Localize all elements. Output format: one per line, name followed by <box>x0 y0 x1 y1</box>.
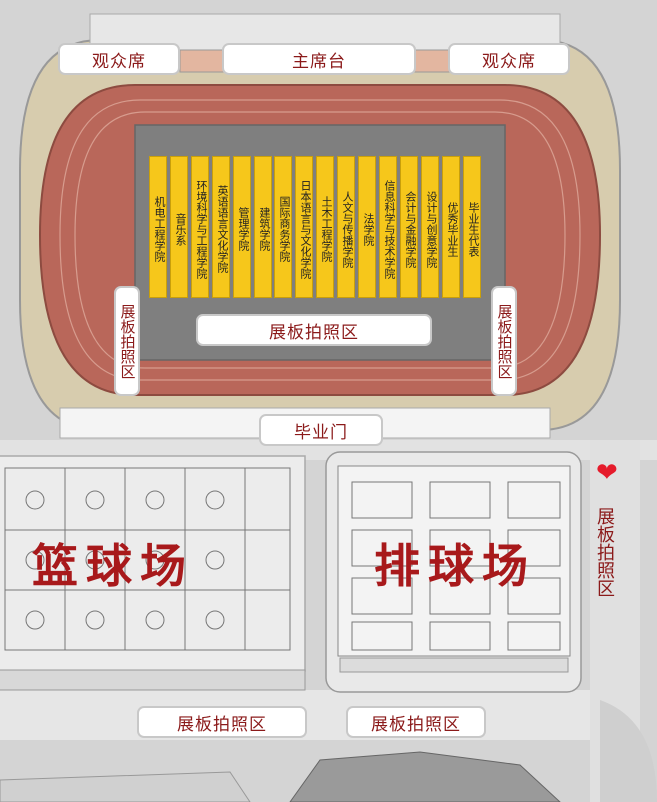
college-board: 设计与创意学院 <box>421 156 439 298</box>
photo-area-left-label: 展板拍照区 <box>114 286 140 396</box>
stand-left-label: 观众席 <box>58 43 180 75</box>
college-board: 会计与金融学院 <box>400 156 418 298</box>
college-board: 法学院 <box>358 156 376 298</box>
college-board: 机电工程学院 <box>149 156 167 298</box>
photo-area-right-label: 展板拍照区 <box>491 286 517 396</box>
basketball-court-label: 篮球场 <box>32 539 194 593</box>
graduation-gate-label: 毕业门 <box>259 414 383 446</box>
college-board: 信息科学与技术学院 <box>379 156 397 298</box>
photo-area-center-label: 展板拍照区 <box>196 314 432 346</box>
photo-area-bottom-left-label: 展板拍照区 <box>137 706 307 738</box>
heart-icon: ❤ <box>596 458 618 488</box>
college-board: 环境科学与工程学院 <box>191 156 209 298</box>
college-board: 优秀毕业生 <box>442 156 460 298</box>
college-board: 毕业生代表 <box>463 156 481 298</box>
college-board: 建筑学院 <box>254 156 272 298</box>
photo-area-bottom-right-label: 展板拍照区 <box>346 706 486 738</box>
volleyball-court-label: 排球场 <box>374 539 536 593</box>
college-board: 管理学院 <box>233 156 251 298</box>
college-board: 日本语言与文化学院 <box>295 156 313 298</box>
college-board: 国际商务学院 <box>274 156 292 298</box>
college-board: 音乐系 <box>170 156 188 298</box>
main-stand-label: 主席台 <box>222 43 416 75</box>
college-board: 人文与传播学院 <box>337 156 355 298</box>
stand-right-label: 观众席 <box>448 43 570 75</box>
photo-area-east-label: 展板拍照区 <box>594 507 615 597</box>
college-board: 英语语言文化学院 <box>212 156 230 298</box>
college-board: 土木工程学院 <box>316 156 334 298</box>
